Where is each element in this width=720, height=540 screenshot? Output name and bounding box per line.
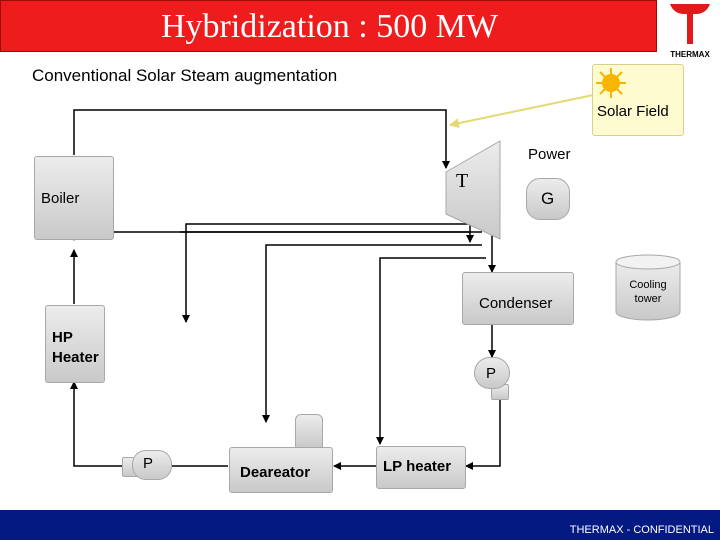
sun-icon: [596, 68, 626, 98]
hp-heater-box: HP Heater: [45, 305, 105, 383]
generator-box: G: [526, 178, 570, 220]
lp-heater-label: LP heater: [383, 458, 452, 475]
turbine-to-boiler-line: [70, 231, 482, 241]
thermax-logo: THERMAX: [660, 0, 720, 62]
title-bar: Hybridization : 500 MW: [0, 0, 657, 52]
diagram-subtitle: Conventional Solar Steam augmentation: [32, 66, 338, 85]
power-label: Power: [528, 146, 571, 163]
turbine-shape: [445, 140, 501, 240]
page-title: Hybridization : 500 MW: [160, 8, 499, 45]
footer-confidential: THERMAX - CONFIDENTIAL: [569, 524, 714, 536]
footer-bar: THERMAX - CONFIDENTIAL: [0, 510, 720, 540]
solar-field-label: Solar Field: [597, 103, 669, 120]
condensate-pump-label: P: [486, 365, 497, 382]
condenser-label: Condenser: [479, 295, 553, 312]
deaerator-label: Deareator: [240, 464, 311, 481]
extraction-to-deaerator: [262, 244, 482, 423]
boiler-to-turbine-line: [73, 109, 450, 169]
feed-pump-label: P: [143, 455, 154, 472]
condenser-box: Condenser: [462, 272, 574, 325]
cooling-tower-label: Cooling tower: [629, 279, 667, 305]
hp-heater-label: HP Heater: [52, 329, 99, 366]
condensate-pump: P: [474, 357, 510, 389]
boiler-label: Boiler: [41, 190, 80, 207]
generator-label: G: [541, 189, 555, 208]
lp-heater-box: LP heater: [376, 446, 466, 489]
pump-to-lp-heater: [465, 392, 501, 470]
deaerator-tank: [295, 414, 323, 448]
pump-to-hp-heater: [70, 381, 132, 467]
solar-field-box: Solar Field: [592, 64, 684, 136]
turbine-label: T: [456, 170, 469, 192]
deaerator-box: Deareator: [229, 447, 333, 493]
solar-field-line: [449, 93, 599, 129]
logo-text: THERMAX: [670, 50, 710, 59]
feed-pump: P: [132, 450, 172, 480]
boiler-box: Boiler: [34, 156, 114, 240]
extraction-to-hp-heater: [182, 223, 472, 323]
extraction-to-lp-heater: [376, 257, 486, 445]
cooling-tower-shape: [615, 254, 681, 321]
